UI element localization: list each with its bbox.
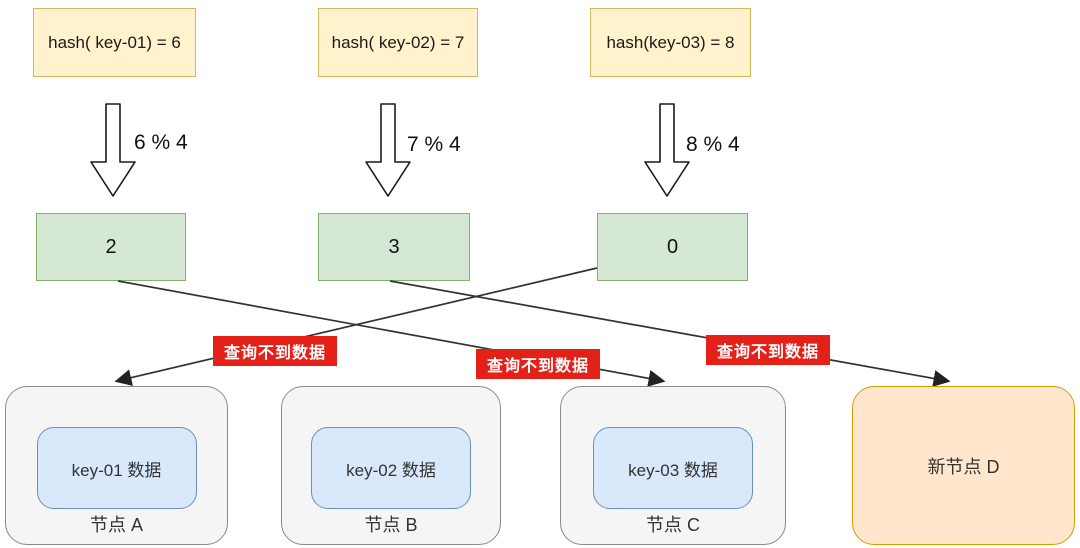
node-a: key-01 数据 节点 A	[5, 386, 228, 545]
down-arrow-icon-2	[365, 103, 411, 197]
slot-box-2: 2	[36, 213, 186, 281]
error-badge-1: 查询不到数据	[213, 336, 338, 366]
down-arrow-icon-1	[90, 103, 136, 197]
node-d-new: 新节点 D	[852, 386, 1075, 545]
node-c: key-03 数据 节点 C	[560, 386, 786, 545]
mod-label-2: 7 % 4	[407, 133, 461, 156]
node-a-data-box: key-01 数据	[36, 427, 197, 509]
down-arrow-icon-3	[644, 103, 690, 197]
node-a-title: 节点 A	[89, 515, 143, 535]
error-badge-2: 查询不到数据	[476, 349, 601, 379]
hash-box-key-01: hash( key-01) = 6	[33, 8, 196, 77]
mod-label-1: 6 % 4	[134, 131, 188, 154]
connector-slot0-nodeA	[114, 267, 598, 386]
mod-label-3: 8 % 4	[686, 133, 740, 156]
hash-box-key-03: hash(key-03) = 8	[590, 8, 751, 77]
node-b-title: 节点 B	[364, 515, 418, 535]
node-b: key-02 数据 节点 B	[281, 386, 501, 545]
slot-box-3: 3	[318, 213, 470, 281]
error-badge-3: 查询不到数据	[706, 335, 831, 365]
connector-slot3-nodeD	[389, 280, 951, 387]
slot-box-0: 0	[597, 213, 748, 281]
node-c-title: 节点 C	[646, 515, 700, 535]
node-c-data-box: key-03 数据	[593, 427, 753, 509]
node-b-data-box: key-02 数据	[311, 427, 471, 509]
hash-box-key-02: hash( key-02) = 7	[318, 8, 478, 77]
